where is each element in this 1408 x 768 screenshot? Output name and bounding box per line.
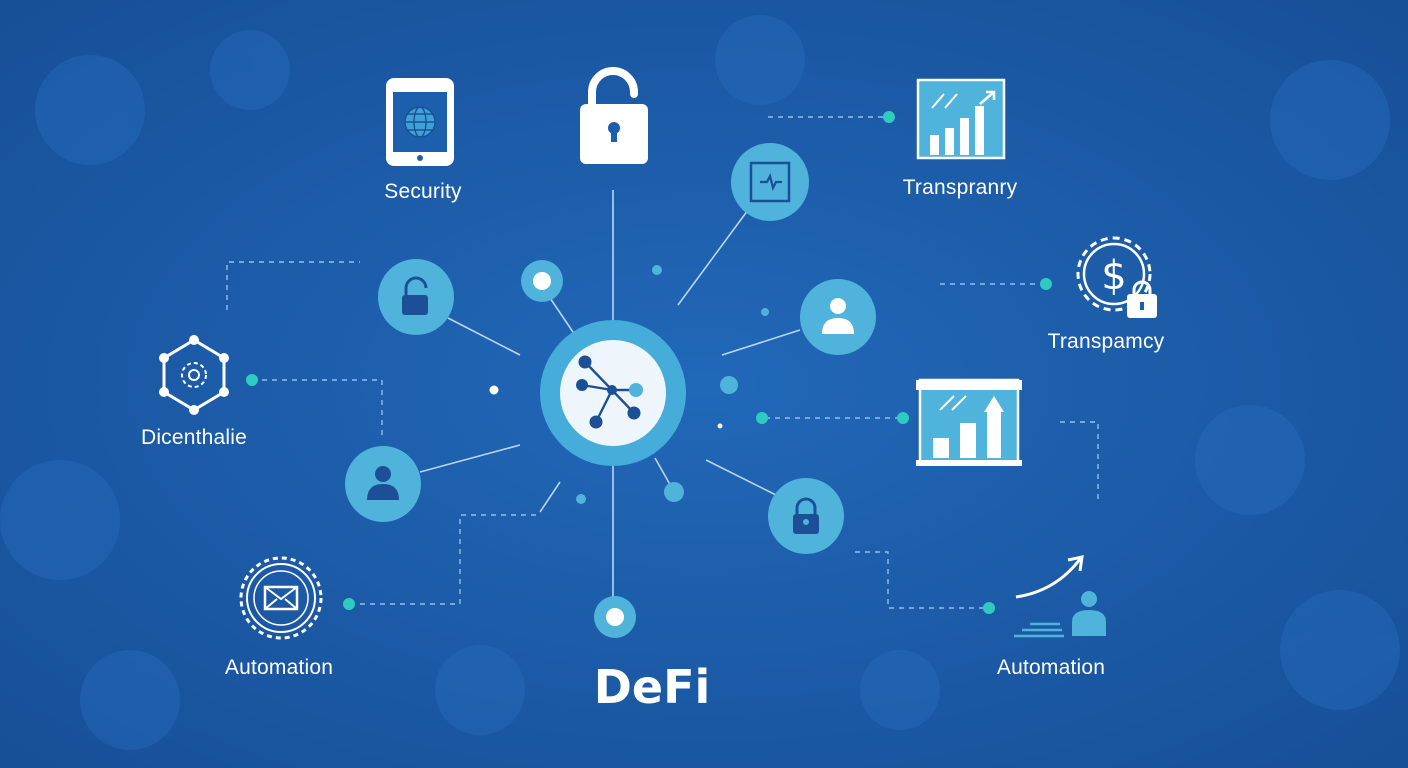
dashed-connectors — [226, 116, 1099, 609]
node-user-left — [345, 446, 421, 522]
padlock-icon — [580, 67, 648, 164]
connector-dots — [246, 111, 1052, 614]
label-transparency-top: Transpranry — [902, 176, 1018, 199]
user-icon — [367, 466, 399, 500]
label-security: Security — [384, 180, 462, 203]
connector-lines — [419, 190, 801, 598]
phone-globe-icon — [386, 78, 454, 166]
label-transparency-mid: Transpamcy — [1047, 330, 1165, 353]
network-hub-icon — [576, 355, 643, 429]
dollar-gear-lock-icon: $ — [1076, 236, 1157, 318]
padlock-icon — [793, 497, 819, 534]
svg-text:$: $ — [1101, 253, 1126, 299]
label-automation-right: Automation — [996, 656, 1106, 679]
user-icon — [822, 298, 854, 334]
floating-dots — [489, 265, 769, 504]
node-chip — [731, 143, 809, 221]
central-hub — [540, 320, 686, 466]
page-title: DeFi — [593, 660, 711, 714]
node-lock-left — [378, 259, 454, 335]
hexagon-network-icon — [159, 335, 229, 415]
label-decentralization: Dicenthalie — [140, 426, 248, 449]
rising-bars-chart-icon — [916, 378, 1022, 466]
padlock-icon — [404, 276, 428, 296]
node-small-top — [521, 260, 563, 302]
bar-chart-growth-icon — [916, 78, 1006, 160]
node-user-right — [800, 279, 876, 355]
label-automation-left: Automation — [224, 656, 334, 679]
person-growth-icon — [1014, 555, 1106, 638]
chip-icon — [749, 161, 791, 203]
gear-envelope-icon — [239, 556, 323, 640]
node-lock-right — [768, 478, 844, 554]
node-bottom — [594, 596, 636, 638]
